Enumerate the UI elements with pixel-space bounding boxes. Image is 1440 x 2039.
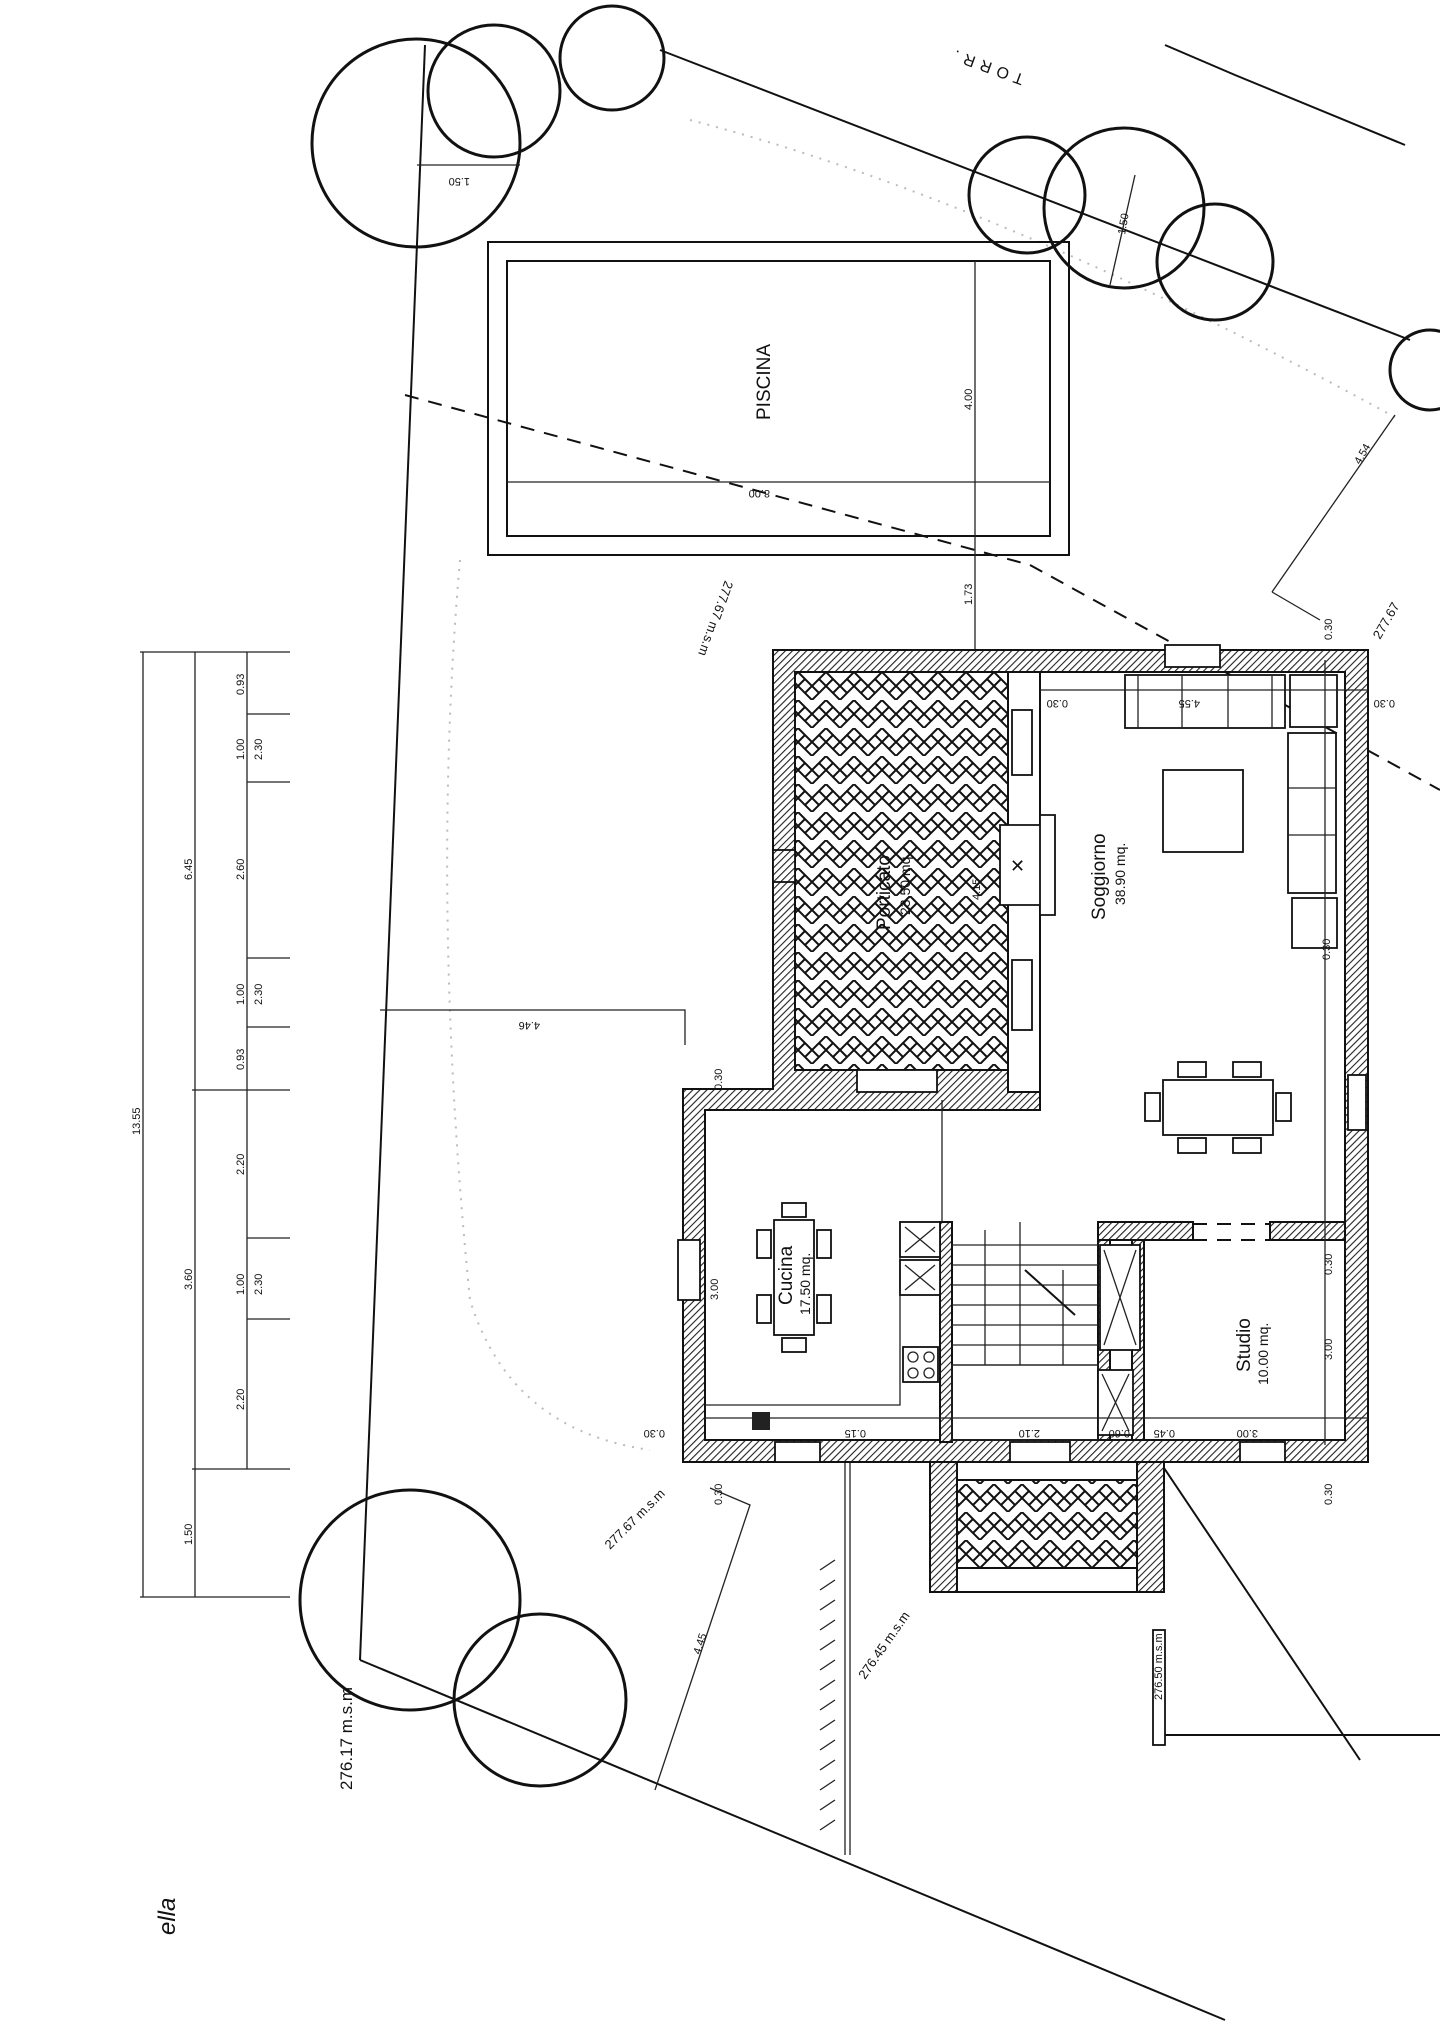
pool-label: PISCINA <box>754 344 775 420</box>
walls <box>682 649 1369 1463</box>
house: ✕ <box>677 644 1369 1593</box>
dimension-label: 1.50 <box>1116 212 1132 235</box>
porticato-floor <box>794 671 1009 1071</box>
dimension-label: 2.10 <box>1019 1427 1040 1439</box>
kitchen-table <box>756 1202 832 1353</box>
pool-length-dim: 8.00 <box>749 487 770 499</box>
tree-icon <box>452 1612 628 1788</box>
dimension-chain: 13.55 6.45 3.60 1.50 0.93 1.00 2.30 2.60… <box>131 651 290 1598</box>
porticato-label: Porticato <box>874 855 895 930</box>
window <box>1164 644 1221 668</box>
dimension-label: 6.45 <box>183 859 195 880</box>
porticato-area: 23.50 mq. <box>897 853 913 915</box>
tree-icon <box>1388 328 1440 412</box>
dimension-label: 3.00 <box>1237 1427 1258 1439</box>
tree-icon <box>298 1488 522 1712</box>
dimension-label: 3.60 <box>183 1269 195 1290</box>
elevation-label: 277.67 m.s.m <box>602 1486 668 1552</box>
tree-icons <box>298 4 1440 1788</box>
dimension-label: 0.30 <box>644 1427 665 1439</box>
dimension-label: 0.30 <box>1323 1484 1335 1505</box>
soggiorno-area: 38.90 mq. <box>1112 843 1128 905</box>
elevation-label: 277.67 <box>1370 600 1403 642</box>
pool: PISCINA 8.00 4.00 1.73 <box>487 241 1070 650</box>
entrance-floor <box>956 1479 1138 1569</box>
pool-house-dim: 1.73 <box>963 584 975 605</box>
tree-icon <box>1042 126 1206 290</box>
dimension-label: 0.30 <box>1321 939 1333 960</box>
dimension-label: 1.00 <box>235 984 247 1005</box>
dimension-label: 0.93 <box>235 674 247 695</box>
elevation-label: 277.67 m.s.m <box>695 579 736 658</box>
tree-icon <box>967 135 1087 255</box>
dimension-label: 0.30 <box>713 1484 725 1505</box>
dimension-label: 0.30 <box>1323 1254 1335 1275</box>
dimension-label: 4.54 <box>1352 442 1373 467</box>
dimension-label: 4.15 <box>971 879 983 900</box>
dimension-label: 13.55 <box>131 1107 143 1135</box>
dimension-label: 2.30 <box>253 1274 265 1295</box>
dimension-label: 4.46 <box>519 1019 540 1031</box>
staircase <box>951 1222 1099 1441</box>
tree-icon <box>310 37 522 249</box>
cucina-area: 17.50 mq. <box>797 1253 813 1315</box>
dimension-label: 2.20 <box>235 1389 247 1410</box>
dining-table <box>1144 1061 1292 1154</box>
wall-dimensions: 0.30 0.30 0.30 0.30 0.30 0.30 3.00 3.00 … <box>644 619 1395 1505</box>
dimension-label: 2.30 <box>253 984 265 1005</box>
dimension-label: 1.00 <box>235 1274 247 1295</box>
tree-icon <box>426 23 562 159</box>
fireplace <box>999 814 1056 916</box>
dimension-label: 1.50 <box>183 1524 195 1545</box>
column <box>772 849 796 883</box>
window <box>1009 1441 1071 1463</box>
dimension-label: 2.60 <box>235 859 247 880</box>
pool-width-dim: 4.00 <box>963 389 975 410</box>
street-label: TORR. <box>946 44 1027 87</box>
elevation-label: 276.45 m.s.m <box>855 1609 912 1682</box>
elevation-label: 276.50 m.s.m <box>1153 1633 1165 1700</box>
room-labels: Porticato 23.50 mq. Soggiorno 38.90 mq. … <box>776 833 1271 1385</box>
dimension-label: 0.60 <box>1109 1427 1130 1439</box>
window <box>1347 1074 1367 1131</box>
studio-label: Studio <box>1234 1318 1255 1372</box>
dimension-label: 0.30 <box>1323 619 1335 640</box>
window <box>677 1239 701 1301</box>
soggiorno-label: Soggiorno <box>1089 833 1110 920</box>
dimension-label: 1.50 <box>449 175 470 187</box>
dimension-label: 0.15 <box>845 1427 866 1439</box>
cucina-label: Cucina <box>776 1245 797 1305</box>
sofa <box>1124 674 1338 949</box>
dimension-label: 3.00 <box>1323 1339 1335 1360</box>
corner-label: ella <box>154 1898 181 1935</box>
dimension-label: 0.93 <box>235 1049 247 1070</box>
window <box>856 1069 938 1093</box>
window <box>1239 1441 1286 1463</box>
dimension-label: 0.30 <box>1047 697 1068 709</box>
retaining-wall-hatch <box>819 1559 836 1831</box>
fireplace-icon: ✕ <box>1010 856 1025 876</box>
dimension-label: 0.30 <box>1374 697 1395 709</box>
side-step <box>1152 1629 1166 1746</box>
tree-icon <box>1155 202 1275 322</box>
window <box>774 1441 821 1463</box>
dimension-label: 0.45 <box>1154 1427 1175 1439</box>
tree-icon <box>558 4 666 112</box>
dimension-label: 4.45 <box>691 1632 709 1656</box>
window <box>1011 709 1033 776</box>
elevation-label: 276.17 m.s.m <box>337 1687 356 1790</box>
dimension-label: 3.00 <box>709 1279 721 1300</box>
dimension-label: 1.00 <box>235 739 247 760</box>
dimension-label: 2.20 <box>235 1154 247 1175</box>
dimension-label: 0.30 <box>713 1069 725 1090</box>
studio-area: 10.00 mq. <box>1255 1323 1271 1385</box>
dimension-label: 2.30 <box>253 739 265 760</box>
kitchen-counter <box>705 1221 1141 1436</box>
window <box>1011 959 1033 1031</box>
dimension-label: 4.55 <box>1179 697 1200 709</box>
site-boundary <box>359 44 1440 2021</box>
